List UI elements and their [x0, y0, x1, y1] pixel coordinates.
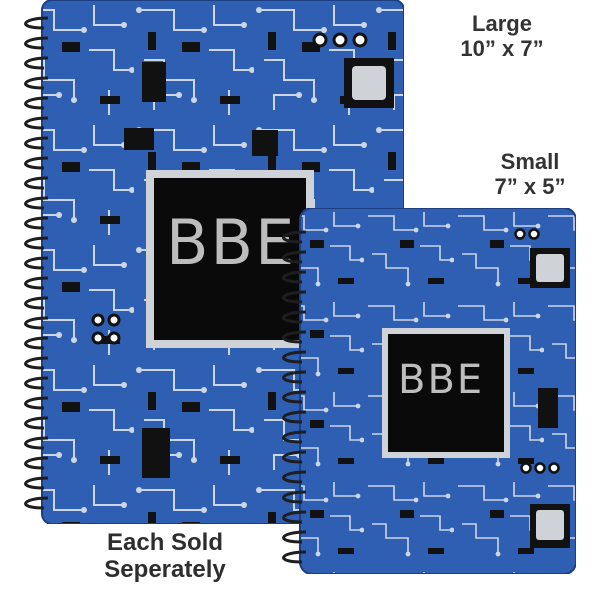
- large-label-title: Large: [472, 11, 532, 36]
- large-cover-text: BBE: [166, 206, 297, 279]
- large-chip: [154, 178, 306, 340]
- note-line-1: Each Sold: [106, 529, 224, 556]
- large-spiral-binding: [24, 16, 49, 510]
- small-label-dimensions: 7” x 5”: [494, 173, 566, 199]
- large-label-dimensions: 10” x 7”: [460, 35, 544, 61]
- small-spiral-binding: [282, 230, 307, 564]
- note-line-2: Seperately: [104, 555, 226, 583]
- small-label-title: Small: [500, 149, 560, 174]
- small-cover-text: BBE: [398, 357, 485, 403]
- small-notebook-cover: [282, 208, 576, 574]
- sold-separately-note: Each Sold Seperately: [60, 529, 270, 584]
- small-chip: [388, 334, 504, 452]
- small-size-label: Small 7” x 5”: [468, 149, 592, 199]
- small-notebook: BBE: [274, 208, 576, 574]
- large-size-label: Large 10” x 7”: [408, 11, 596, 61]
